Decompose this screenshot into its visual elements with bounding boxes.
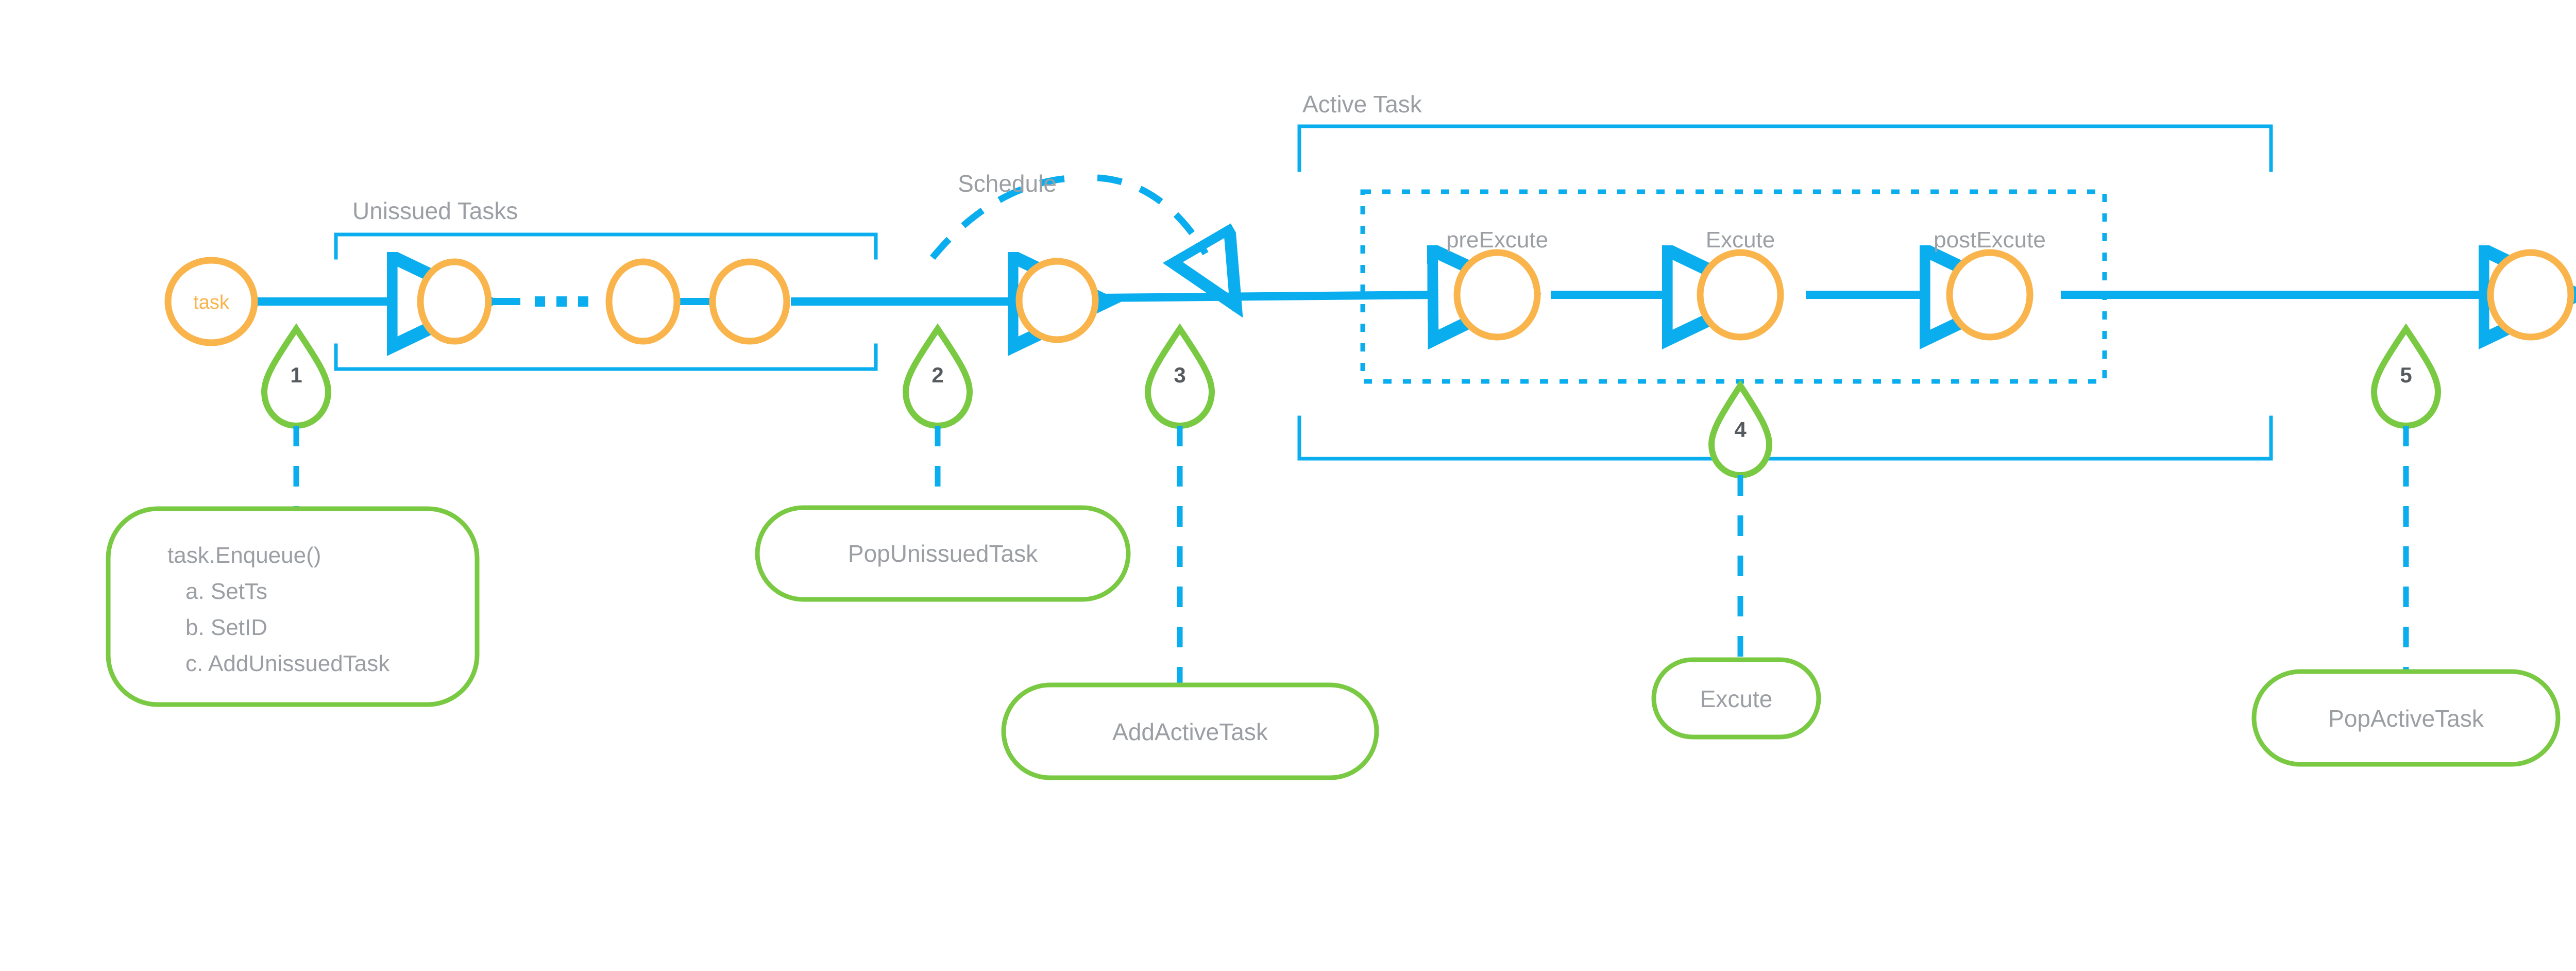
schedule-label: Schedule xyxy=(958,170,1057,197)
schedule-arc xyxy=(929,174,1206,258)
callout-step-1-item-1: b. SetID xyxy=(185,615,267,640)
step-marker-1[interactable]: 1 xyxy=(261,323,332,429)
active-task-bracket xyxy=(1297,124,2273,461)
callout-step-5[interactable]: PopActiveTask xyxy=(2251,669,2561,767)
callout-step-4-title: Excute xyxy=(1700,685,1773,712)
node-task-label: task xyxy=(193,292,230,313)
callout-step-4[interactable]: Excute xyxy=(1651,657,1821,740)
active-task-label: Active Task xyxy=(1302,91,1422,118)
node-pre-execute[interactable] xyxy=(1453,249,1541,341)
node-queued-3[interactable] xyxy=(709,258,790,345)
node-done[interactable] xyxy=(2487,249,2574,341)
flow-arrows xyxy=(252,295,2488,302)
step-marker-2[interactable]: 2 xyxy=(902,323,973,429)
step-marker-5[interactable]: 5 xyxy=(2370,323,2442,429)
stage-label-post-execute: postExcute xyxy=(1934,227,2046,253)
node-queued-2[interactable] xyxy=(605,258,681,345)
execute-group-dashed-box xyxy=(1360,189,2107,384)
node-execute[interactable] xyxy=(1697,249,1784,341)
node-queued-1[interactable] xyxy=(417,258,492,345)
callout-step-1-title: task.Enqueue() xyxy=(167,543,321,568)
callout-step-1-item-2: c. AddUnissuedTask xyxy=(185,651,390,676)
step-marker-3-number: 3 xyxy=(1174,363,1185,387)
callout-step-2[interactable]: PopUnissuedTask xyxy=(755,505,1131,602)
node-scheduled[interactable] xyxy=(1015,258,1099,343)
callout-connectors xyxy=(293,426,2409,691)
step-marker-1-number: 1 xyxy=(290,363,302,387)
unissued-tasks-label: Unissued Tasks xyxy=(352,197,518,224)
callout-step-5-title: PopActiveTask xyxy=(2328,705,2484,732)
step-marker-4[interactable]: 4 xyxy=(1708,380,1773,479)
stage-label-execute: Excute xyxy=(1706,227,1775,253)
step-marker-5-number: 5 xyxy=(2400,363,2412,387)
flow-arrow-scheduled-to-preexecute xyxy=(1097,295,1437,298)
callout-step-3[interactable]: AddActiveTask xyxy=(1001,682,1379,780)
task-nodes: task xyxy=(164,249,2574,346)
stage-label-pre-execute: preExcute xyxy=(1446,227,1548,253)
callout-step-1-item-0: a. SetTs xyxy=(185,579,267,604)
node-task[interactable] xyxy=(164,257,258,346)
callout-step-2-title: PopUnissuedTask xyxy=(848,540,1038,567)
callout-step-1[interactable]: task.Enqueue() a. SetTs b. SetID c. AddU… xyxy=(106,506,480,707)
step-marker-2-number: 2 xyxy=(931,363,943,387)
callout-step-3-title: AddActiveTask xyxy=(1112,718,1268,745)
node-post-execute[interactable] xyxy=(1946,249,2033,341)
step-marker-4-number: 4 xyxy=(1734,417,1747,442)
queue-ellipsis-icon xyxy=(535,296,588,307)
step-marker-3[interactable]: 3 xyxy=(1144,323,1215,429)
unissued-tasks-bracket xyxy=(334,232,878,371)
